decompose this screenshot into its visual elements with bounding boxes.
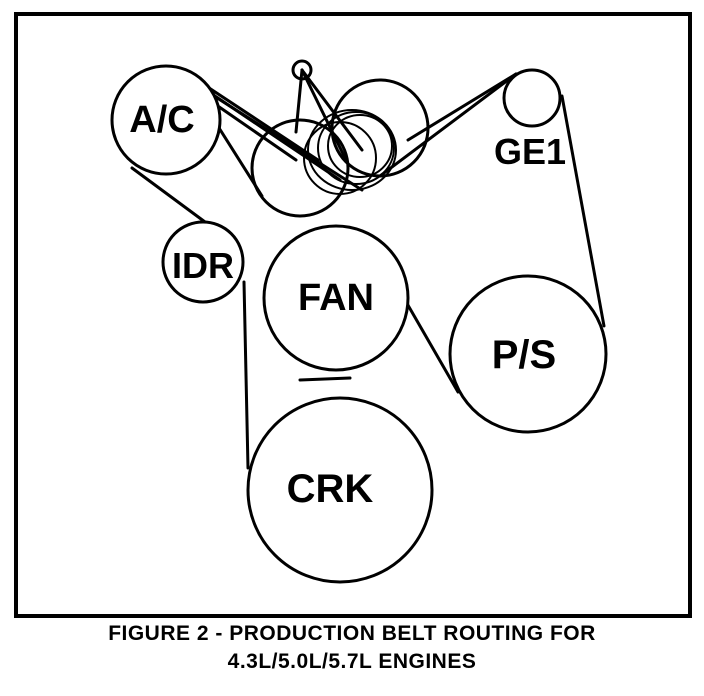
tensioner-coil-1: [307, 109, 397, 191]
belt-segment-gen-left: [378, 72, 518, 178]
belt-segment-ac-top-1: [198, 80, 320, 162]
pulleys: [110, 64, 608, 584]
idler-label: IDR: [172, 245, 234, 286]
belt-segment-tensioner-1: [300, 68, 348, 162]
diagram-frame: [14, 12, 692, 618]
tensioner-pivot: [291, 59, 313, 81]
generator-pulley: [502, 68, 562, 128]
water-pump-pulley: [250, 118, 350, 218]
power-steering-label: P/S: [492, 333, 556, 377]
fan-label: FAN: [298, 277, 374, 319]
figure-caption-line-1: FIGURE 2 - PRODUCTION BELT ROUTING FOR: [108, 622, 596, 645]
fan-pulley: [262, 224, 410, 372]
belt-segment-gen-upper: [406, 72, 518, 142]
belt-segment-ac-top-3: [212, 94, 364, 192]
belt-segment-idler-to-crank: [242, 280, 250, 470]
figure-caption-line-2: 4.3L/5.0L/5.7L ENGINES: [227, 650, 477, 673]
tensioner-coil-2: [317, 111, 395, 185]
tensioner-cluster: [250, 59, 430, 218]
idler-pulley: [161, 220, 245, 304]
belt-segment-ac-top-4: [210, 100, 298, 162]
serpentine-belt: [130, 68, 606, 470]
crank-pulley: [246, 396, 434, 584]
belt-segment-ps-to-gen: [560, 94, 606, 328]
belt-segment-fan-to-ps: [403, 298, 460, 394]
power-steering-pulley: [448, 274, 608, 434]
belt-segment-tensioner-3: [300, 68, 364, 152]
ac-pulley: [110, 64, 222, 176]
belt-segment-crank-to-fan: [298, 376, 352, 382]
tensioner-coil-3: [327, 114, 393, 178]
crank-label: CRK: [287, 467, 374, 511]
generator-label: GE1: [494, 131, 566, 172]
ac-label: A/C: [129, 99, 194, 141]
tensioner-coil-4: [303, 121, 377, 195]
